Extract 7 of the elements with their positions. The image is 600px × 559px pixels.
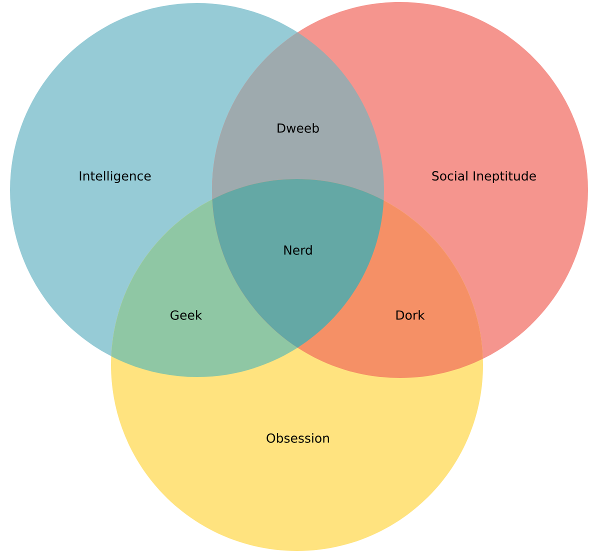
circle-label: Intelligence (80, 170, 151, 184)
circle-label: Social Ineptitude (432, 170, 536, 184)
region-label: Dweeb (278, 123, 319, 133)
region-label: Nerd (284, 245, 312, 255)
region-label: Dork (396, 310, 425, 320)
circle-label: Obsession (266, 433, 329, 443)
region-label: Geek (170, 310, 202, 320)
